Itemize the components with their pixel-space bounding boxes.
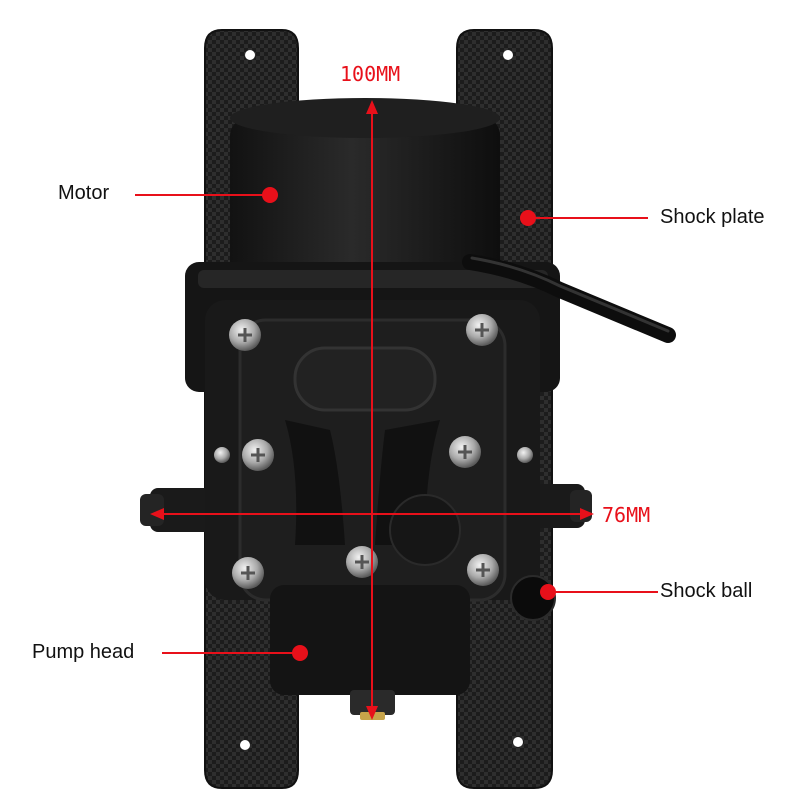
- callout-dot-icon: [135, 187, 658, 661]
- shock-ball-label: Shock ball: [660, 580, 753, 602]
- pump-head-label: Pump head: [32, 641, 135, 663]
- screw-icon: [214, 314, 533, 589]
- dimension-arrow-icon: [150, 100, 594, 720]
- width-dimension-label: 76MM: [602, 503, 651, 527]
- power-cable: [462, 254, 676, 343]
- shock-plate-label: Shock plate: [660, 206, 765, 228]
- height-dimension-label: 100MM: [340, 62, 401, 86]
- motor-label: Motor: [58, 182, 110, 204]
